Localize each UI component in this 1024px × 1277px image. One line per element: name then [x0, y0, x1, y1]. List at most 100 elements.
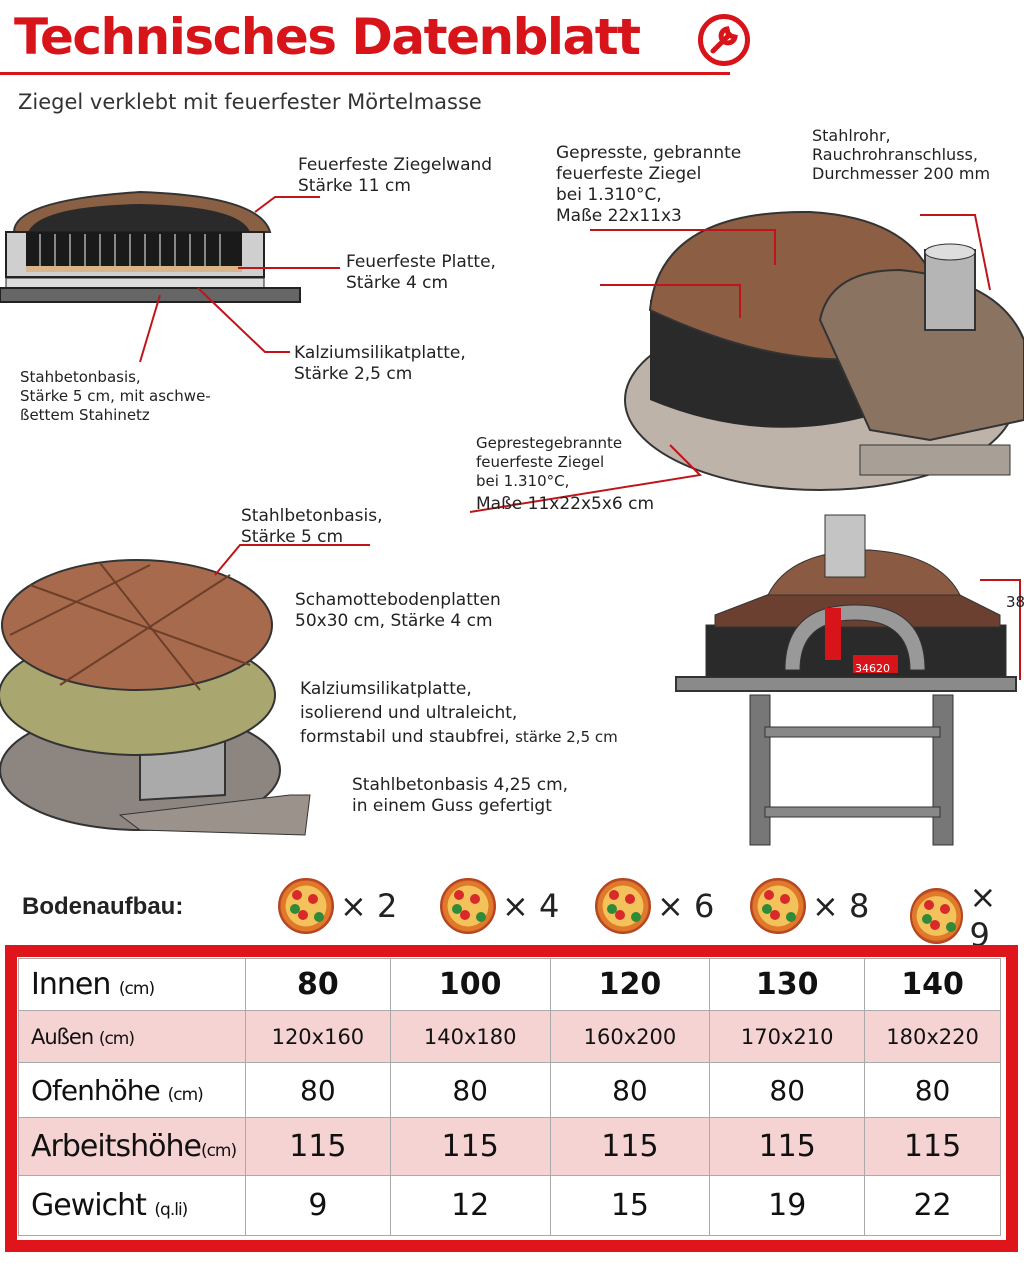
pizza-count-item: × 2	[278, 878, 397, 934]
label-line: Kalziumsilikatplatte,	[300, 679, 472, 699]
table-cell: 130	[709, 958, 866, 1011]
label-line: Rauchrohranschluss,	[812, 145, 978, 164]
layered-base-illustration	[0, 544, 370, 836]
title-underline	[0, 72, 730, 75]
table-cell: 115	[389, 1117, 551, 1176]
label-line: feuerfeste Ziegel	[556, 164, 702, 184]
table-cell: 100	[389, 958, 551, 1011]
table-cell: 22	[864, 1175, 1001, 1236]
table-cell: 140	[864, 958, 1001, 1011]
label-line: Durchmesser 200 mm	[812, 164, 991, 183]
label-line: Stahlrohr,	[812, 126, 891, 145]
label-line: stärke 2,5 cm	[515, 728, 618, 746]
table-cell: 19	[709, 1175, 866, 1236]
label-stahlrohr: Stahlrohr,Rauchrohranschluss,Durchmesser…	[812, 126, 990, 183]
stand-badge: 34620	[855, 662, 890, 675]
row-unit: (cm)	[167, 1084, 204, 1105]
row-label: Arbeitshöhe	[31, 1129, 202, 1164]
table-cell: 120	[549, 958, 711, 1011]
table-cell: 80	[244, 958, 391, 1011]
label-kalziumsilikatplatte-isolierend: Kalziumsilikatplatte, isolierend und ultr…	[300, 677, 618, 749]
cross-section-illustration	[0, 190, 340, 363]
pizza-icon	[750, 878, 806, 934]
row-label: Gewicht	[31, 1188, 147, 1223]
label-line: 50x30 cm, Stärke 4 cm	[295, 611, 493, 631]
subtitle: Ziegel verklebt mit feuerfester Mörtelma…	[18, 90, 482, 114]
label-line: Feuerfeste Platte,	[346, 252, 496, 272]
label-line: isolierend und ultraleicht,	[300, 703, 518, 723]
label-stahbetonbasis: Stahbetonbasis,Stärke 5 cm, mit aschwe-ß…	[20, 368, 211, 425]
table-cell: 80	[389, 1062, 551, 1118]
pizza-icon	[595, 878, 651, 934]
table-cell: 160x200	[549, 1010, 711, 1063]
table-cell: 170x210	[709, 1010, 866, 1063]
label-line: bei 1.310°C,	[556, 185, 662, 205]
label-line: Stärke 2,5 cm	[294, 364, 413, 384]
table-cell: 115	[244, 1117, 391, 1176]
bodenaufbau-label: Bodenaufbau:	[22, 893, 184, 920]
pizza-count: × 9	[969, 878, 997, 954]
label-line: Maße 22x11x3	[556, 206, 682, 226]
label-line: in einem Guss gefertigt	[352, 796, 552, 816]
row-label: Außen	[31, 1024, 94, 1049]
row-unit: (cm)	[200, 1141, 237, 1161]
row-label: Ofenhöhe	[31, 1073, 161, 1107]
table-cell: 80	[709, 1062, 866, 1118]
table-cell: 12	[389, 1175, 551, 1236]
table-cell: 140x180	[389, 1010, 551, 1063]
label-line: Stahbetonbasis,	[20, 368, 141, 386]
label-line: Stahlbetonbasis 4,25 cm,	[352, 775, 569, 795]
pizza-count-item: × 4	[440, 878, 559, 934]
label-stahlbetonbasis-guss: Stahlbetonbasis 4,25 cm,in einem Guss ge…	[352, 775, 568, 817]
label-line: Maße 11x22x5x6 cm	[476, 494, 655, 514]
row-header: Gewicht (q.li)	[18, 1175, 246, 1236]
table-cell: 115	[864, 1117, 1001, 1176]
table-cell: 80	[549, 1062, 711, 1118]
row-unit: (cm)	[98, 1028, 135, 1049]
label-line: bei 1.310°C,	[476, 472, 570, 490]
pizza-count: × 6	[657, 887, 715, 925]
row-header: Arbeitshöhe(cm)	[18, 1117, 246, 1176]
page-title: Technisches Datenblatt	[14, 8, 641, 66]
label-line: Kalziumsilikatplatte,	[294, 343, 466, 363]
table-cell: 115	[549, 1117, 711, 1176]
label-line: Stärke 4 cm	[346, 273, 449, 293]
pizza-icon	[278, 878, 334, 934]
table-cell: 115	[709, 1117, 866, 1176]
label-kalziumsilikatplatte: Kalziumsilikatplatte,Stärke 2,5 cm	[294, 343, 466, 385]
table-cell: 80	[864, 1062, 1001, 1118]
row-header: Ofenhöhe (cm)	[18, 1062, 246, 1118]
table-cell: 80	[244, 1062, 391, 1118]
row-label: Innen	[31, 967, 111, 1002]
wrench-icon	[698, 14, 750, 66]
pizza-count-item: × 8	[750, 878, 869, 934]
dome-oven-illustration	[469, 210, 1024, 513]
label-line: Schamottebodenplatten	[295, 590, 501, 610]
pizza-icon	[910, 888, 964, 944]
label-line: Stahlbetonbasis,	[241, 506, 383, 526]
row-header: Außen (cm)	[18, 1010, 246, 1063]
table-cell: 120x160	[244, 1010, 391, 1063]
label-line: ßettem Stahinetz	[20, 406, 150, 424]
oven-stand-illustration	[675, 514, 1021, 846]
pizza-count-item: × 9	[910, 878, 1024, 954]
row-unit: (q.li)	[154, 1200, 188, 1220]
pizza-count: × 8	[812, 887, 870, 925]
label-line: Stärke 11 cm	[298, 176, 411, 196]
table-cell: 15	[549, 1175, 711, 1236]
label-line: Stärke 5 cm	[241, 527, 344, 547]
stand-dimension: 38n	[1006, 593, 1024, 611]
pizza-count-item: × 6	[595, 878, 714, 934]
table-cell: 180x220	[864, 1010, 1001, 1063]
label-line: Geprestegebrannte	[476, 434, 623, 452]
row-header: Innen (cm)	[18, 958, 246, 1011]
